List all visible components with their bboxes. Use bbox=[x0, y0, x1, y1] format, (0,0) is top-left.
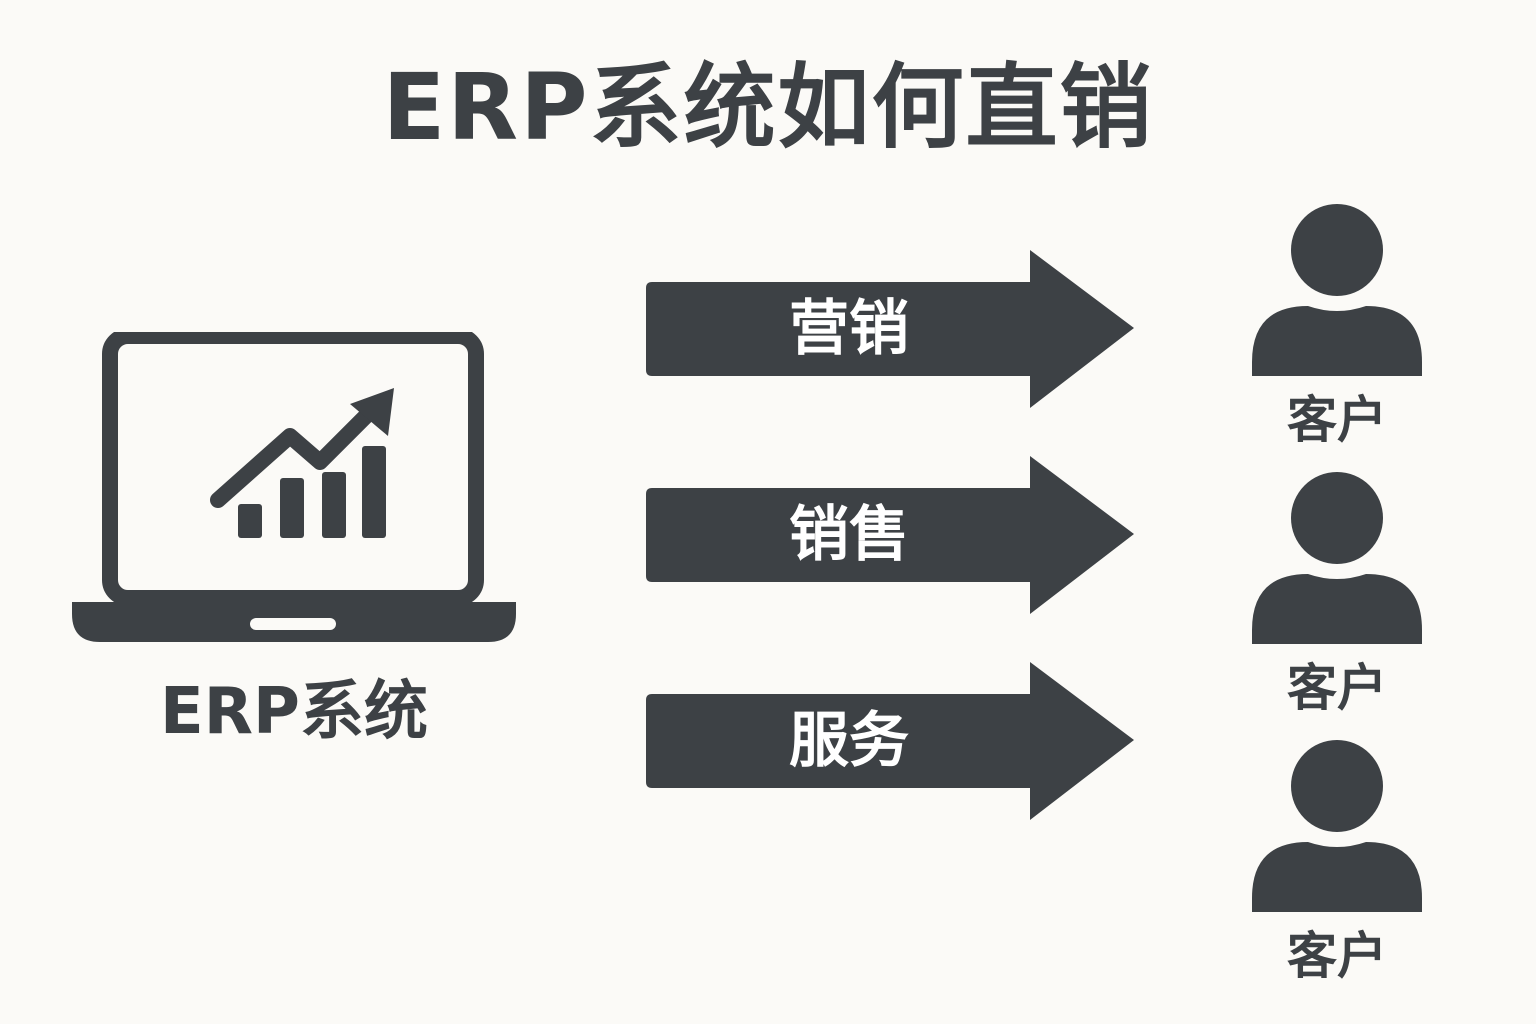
customer-1: 客户 bbox=[1248, 202, 1426, 450]
person-icon bbox=[1252, 472, 1422, 644]
arrow-service: 服务 bbox=[644, 658, 1136, 824]
customer-label: 客户 bbox=[1287, 927, 1387, 985]
customer-label: 客户 bbox=[1287, 391, 1387, 449]
arrow-label-sales: 销售 bbox=[789, 500, 909, 570]
arrow-label-service: 服务 bbox=[789, 706, 909, 776]
arrow-marketing: 营销 bbox=[644, 246, 1136, 412]
laptop-growth-chart-icon bbox=[70, 328, 518, 648]
arrow-sales: 销售 bbox=[644, 452, 1136, 618]
customer-3: 客户 bbox=[1248, 738, 1426, 986]
diagram-title: ERP系统如何直销 bbox=[382, 54, 1154, 161]
customer-label: 客户 bbox=[1287, 659, 1387, 717]
person-icon bbox=[1252, 204, 1422, 376]
erp-system-label: ERP系统 bbox=[160, 675, 428, 749]
person-icon bbox=[1252, 740, 1422, 912]
arrow-label-marketing: 营销 bbox=[789, 294, 909, 364]
customer-2: 客户 bbox=[1248, 470, 1426, 718]
